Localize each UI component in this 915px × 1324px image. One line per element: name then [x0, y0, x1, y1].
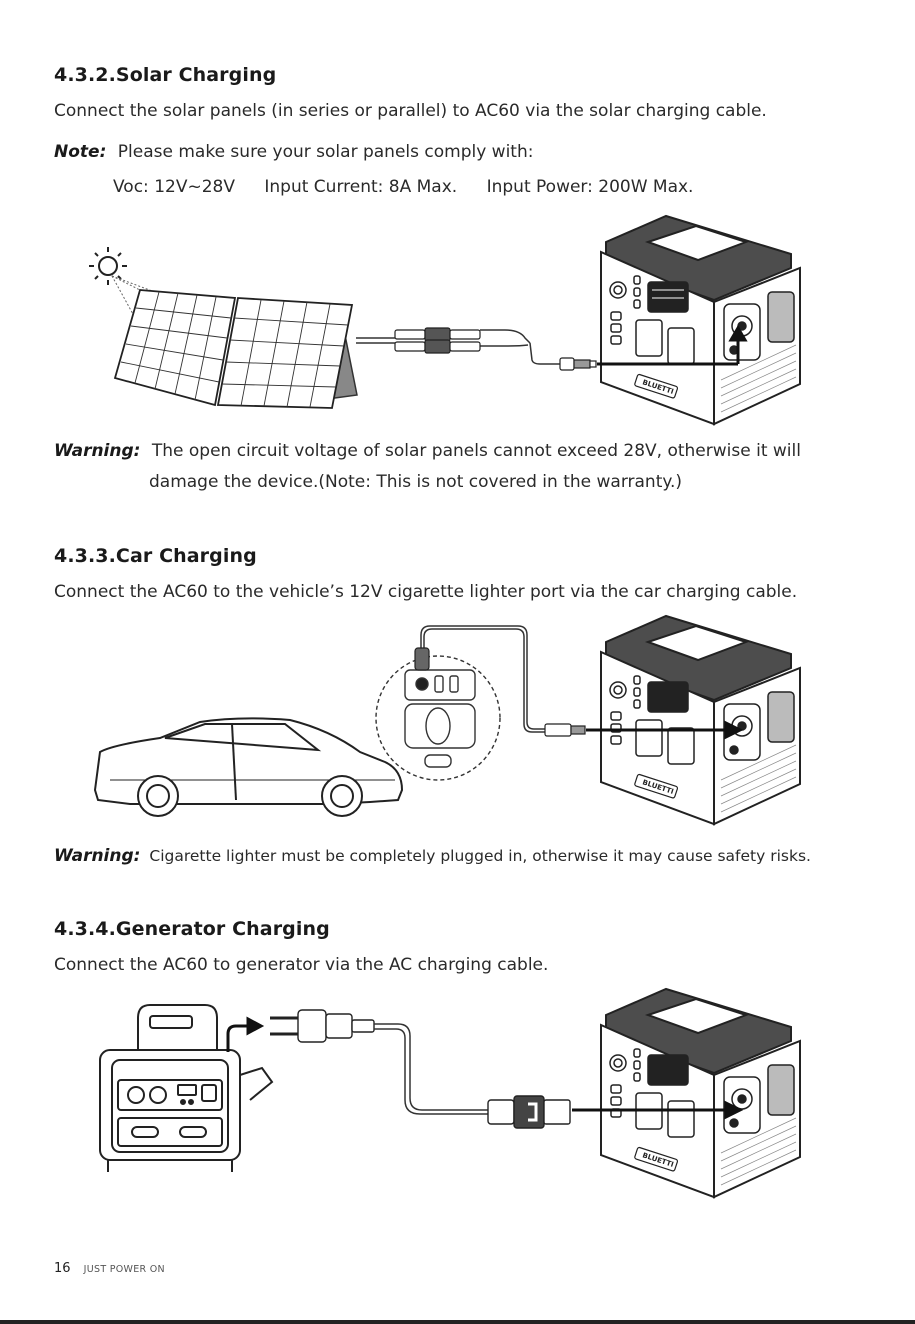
solar-specs: Voc: 12V~28V Input Current: 8A Max. Inpu… — [113, 177, 693, 197]
car-intro: Connect the AC60 to the vehicle’s 12V ci… — [54, 582, 798, 602]
note-text: Please make sure your solar panels compl… — [117, 142, 534, 162]
car-warning-label: Warning: — [54, 846, 141, 866]
solar-note: Note: Please make sure your solar panels… — [54, 142, 533, 162]
solar-heading: 4.3.2.Solar Charging — [54, 64, 277, 86]
car-heading: 4.3.3.Car Charging — [54, 545, 257, 567]
solar-intro: Connect the solar panels (in series or p… — [54, 101, 767, 121]
mc4-connectors — [394, 327, 481, 354]
solar-warning: Warning: The open circuit voltage of sol… — [54, 441, 801, 461]
note-label: Note: — [54, 142, 107, 162]
solar-panel-left — [113, 289, 237, 407]
generator-icon — [99, 1004, 274, 1172]
solar-plug — [559, 357, 597, 371]
solar-warning-label: Warning: — [54, 441, 141, 461]
spec-power: Input Power: 200W Max. — [486, 177, 694, 197]
solar-warning-line2: damage the device.(Note: This is not cov… — [149, 472, 683, 492]
solar-warning-line1: The open circuit voltage of solar panels… — [151, 441, 801, 461]
spec-voc: Voc: 12V~28V — [113, 177, 235, 197]
page-bottom-rule — [0, 1320, 915, 1324]
solar-panel-right — [216, 297, 354, 409]
generator-intro: Connect the AC60 to generator via the AC… — [54, 955, 549, 975]
ac60-device-2: BLUETTI — [600, 614, 801, 826]
generator-heading: 4.3.4.Generator Charging — [54, 918, 330, 940]
car-warning: Warning: Cigarette lighter must be compl… — [54, 846, 811, 866]
footer: 16 JUST POWER ON — [54, 1257, 165, 1276]
ac60-device-1: BLUETTI — [600, 214, 801, 426]
sun-icon — [89, 247, 127, 285]
page-number: 16 — [54, 1261, 71, 1276]
spec-current: Input Current: 8A Max. — [264, 177, 458, 197]
car-warning-text: Cigarette lighter must be completely plu… — [149, 847, 811, 865]
car-icon — [93, 717, 404, 817]
footer-tagline: JUST POWER ON — [83, 1264, 165, 1275]
